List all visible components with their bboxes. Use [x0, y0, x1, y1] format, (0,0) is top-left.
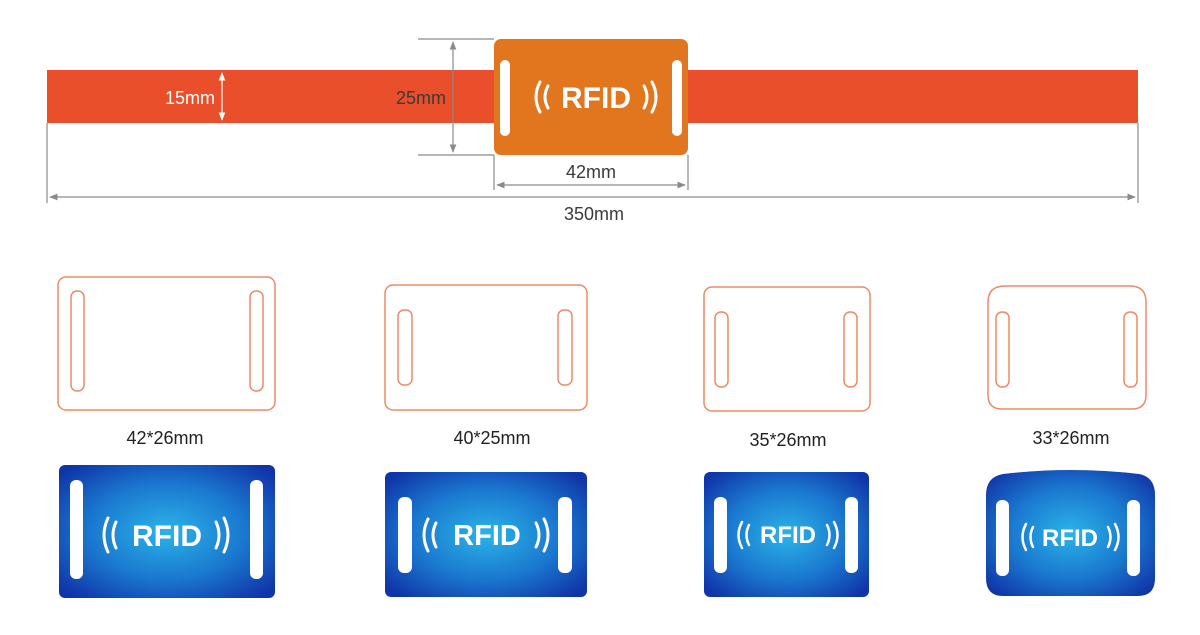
tag-variant-2: 40*25mm RFID [384, 284, 588, 597]
tag-height-label: 25mm [396, 88, 446, 108]
variant-4-outline-slot-right [1123, 311, 1138, 388]
variant-2-signal-left-icon [422, 517, 438, 553]
variant-3-signal-left-icon [737, 520, 751, 550]
tag-width-label: 42mm [566, 162, 616, 182]
variant-3-logo: RFID [760, 522, 816, 549]
band-tag-signal-left-icon [534, 80, 550, 114]
variant-3-signal-right-icon [825, 520, 839, 550]
variant-1-outline [57, 276, 276, 411]
wristband: 15mm RFID 25mm 42mm [46, 38, 1139, 224]
total-length-label: 350mm [564, 204, 624, 224]
band-tag-slot-left [500, 60, 510, 136]
variant-2-outline-slot-left [397, 309, 413, 386]
variant-4-logo: RFID [1042, 525, 1098, 552]
variant-2-logo: RFID [453, 520, 521, 552]
variant-4-tag-slot-left [996, 500, 1009, 576]
variant-4-tag-body [986, 470, 1155, 596]
variant-1-outline-slot-right [249, 290, 264, 392]
band-tag-logo: RFID [561, 82, 631, 115]
variant-1-size-label: 42*26mm [126, 428, 203, 448]
variant-1-tag-slot-left [70, 480, 83, 579]
band-tag-body [494, 39, 688, 155]
variant-3-outline-slot-left [714, 311, 729, 388]
variant-2-outline [384, 284, 588, 411]
variant-2-signal-right-icon [534, 517, 550, 553]
variant-3-tag-slot-right [845, 497, 858, 573]
band-width-label: 15mm [165, 88, 215, 108]
variant-2-size-label: 40*25mm [453, 428, 530, 448]
variant-4-outline [987, 285, 1147, 410]
variant-4-size-label: 33*26mm [1032, 428, 1109, 448]
variant-4-signal-left-icon [1021, 522, 1035, 552]
variant-2-tag-slot-left [398, 497, 412, 573]
variant-3-size-label: 35*26mm [749, 430, 826, 450]
tag-variant-1: 42*26mm RFID [57, 276, 276, 598]
variant-3-tag-body [704, 472, 869, 597]
variant-2-outline-slot-right [557, 309, 573, 386]
variant-2-tag-slot-right [558, 497, 572, 573]
tag-variant-4: 33*26mm RFID [986, 285, 1155, 596]
variant-1-signal-right-icon [214, 516, 230, 554]
band-tag-slot-right [672, 60, 682, 136]
variant-3-outline-slot-right [843, 311, 858, 388]
band-tag-signal-right-icon [642, 80, 658, 114]
variant-1-outline-slot-left [70, 290, 85, 392]
variant-3-tag-slot-left [714, 497, 727, 573]
variant-4-signal-right-icon [1106, 522, 1120, 552]
variant-2-tag-body [385, 472, 587, 597]
variant-4-tag-slot-right [1127, 500, 1140, 576]
variant-1-logo: RFID [132, 520, 202, 553]
variant-1-signal-left-icon [102, 516, 118, 554]
tag-variant-3: 35*26mm RFID [703, 286, 871, 597]
variant-1-tag-body [59, 465, 275, 598]
variant-4-outline-slot-left [995, 311, 1010, 388]
variant-3-outline [703, 286, 871, 412]
band-tag: RFID [494, 39, 688, 155]
variant-1-tag-slot-right [250, 480, 263, 579]
